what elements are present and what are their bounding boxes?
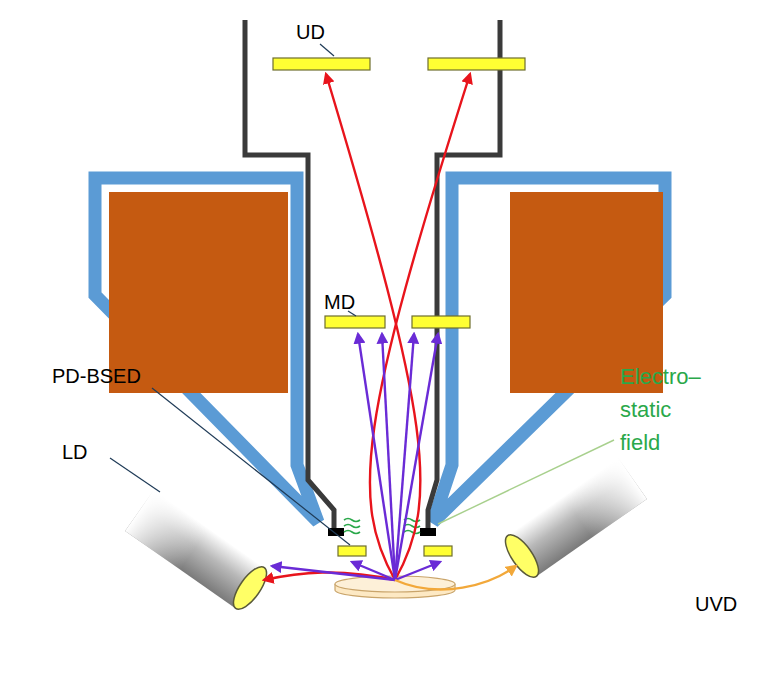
leader-line <box>110 44 356 545</box>
signal-trajectory <box>264 74 516 589</box>
coil <box>510 192 663 393</box>
leader-line <box>438 440 614 524</box>
detector-label: UD <box>296 20 325 44</box>
detector-plate <box>273 58 525 556</box>
detector-label: LD <box>62 440 88 464</box>
coil <box>109 192 288 393</box>
detector-label: MD <box>324 290 355 314</box>
uvd-detector <box>499 458 646 582</box>
electrostatic-field <box>344 519 420 534</box>
ld-detector <box>125 490 272 614</box>
detector-label: UVD <box>695 592 737 616</box>
field-label: Electro– static field <box>620 360 716 459</box>
pole-piece <box>95 178 665 522</box>
electrode <box>420 528 436 536</box>
detector-label: PD-BSED <box>52 364 141 388</box>
